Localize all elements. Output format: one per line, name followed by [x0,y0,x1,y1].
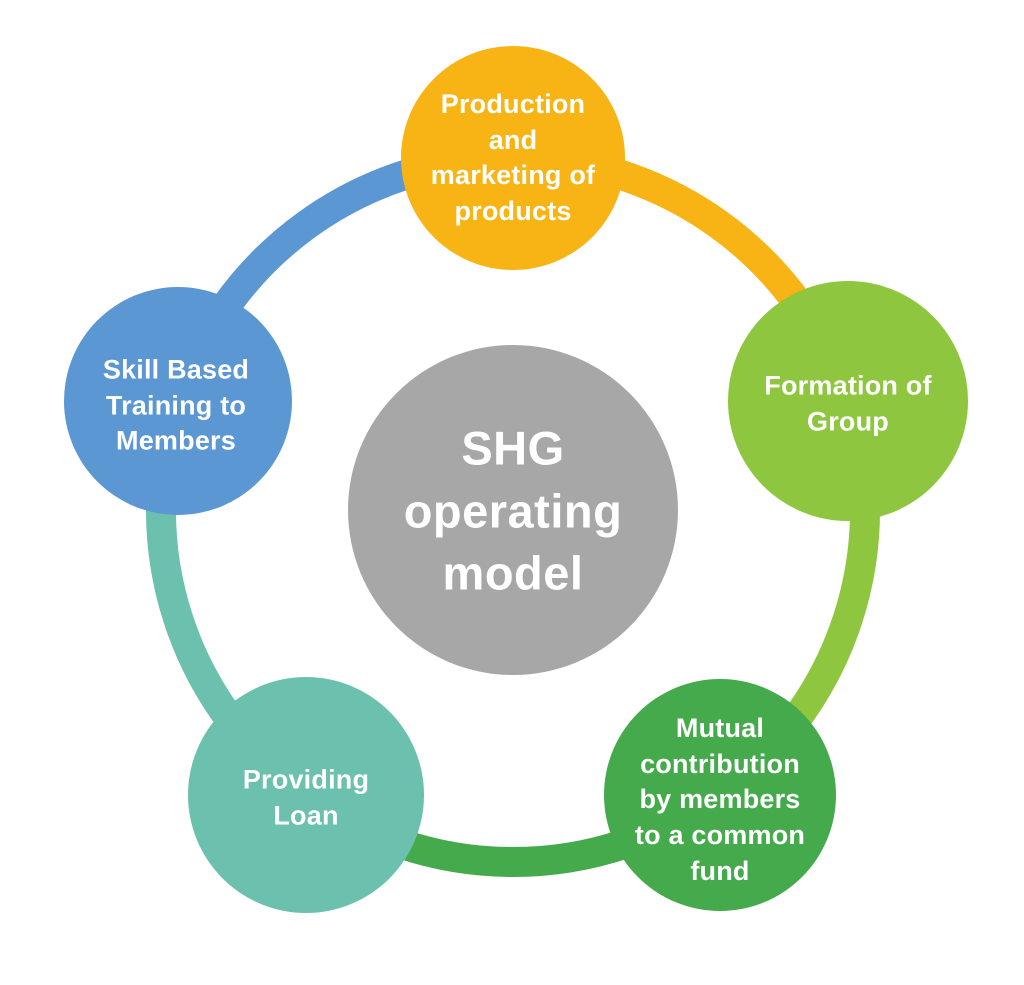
node-circle-skill-based-training [64,287,292,515]
node-circle-providing-loan [188,677,424,913]
node-circle-mutual-contribution [604,679,836,911]
node-circle-formation-of-group [728,281,968,521]
center-circle [348,345,678,675]
node-circle-production-marketing [401,46,625,270]
